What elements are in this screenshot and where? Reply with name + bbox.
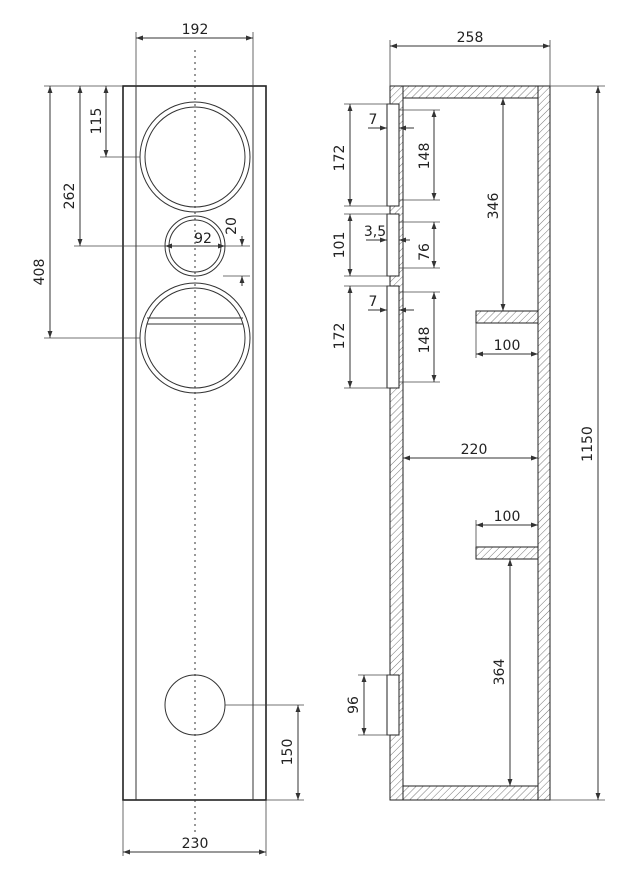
woofer-recess [386,285,400,389]
top-panel [402,85,539,99]
tweeter-recess [386,103,400,207]
side-view: 258 1150 172 7 148 101 3,5 76 [332,30,605,801]
dim-tweeter-recess: 7 [369,112,378,128]
dim-outer-width: 230 [182,836,209,852]
dim-tweeter-hole: 148 [417,143,433,170]
dim-shelf-to-bottom: 364 [492,659,508,686]
front-view: 192 230 115 262 408 92 20 150 [32,22,304,856]
dim-mid-offset: 20 [224,217,240,235]
dim-height: 1150 [580,426,596,462]
dim-depth: 258 [457,30,484,46]
dim-tweeter-cut-height: 172 [332,145,348,172]
dim-mid-recess: 3,5 [364,224,386,240]
dim-inner-depth: 220 [461,442,488,458]
dim-mid-cut-height: 101 [332,232,348,259]
dim-inner-width: 192 [182,22,209,38]
dim-mid-diameter: 92 [194,231,212,247]
upper-shelf [475,310,539,324]
dim-woofer-hole: 148 [417,327,433,354]
back-panel [537,85,551,801]
mid-recess [386,213,400,277]
dim-top-to-tweeter: 115 [89,108,105,135]
lower-shelf [475,546,539,560]
dim-mid-hole: 76 [417,243,433,261]
dim-woofer-cut-height: 172 [332,323,348,350]
dim-woofer-recess: 7 [369,294,378,310]
dim-top-to-woofer: 408 [32,259,48,286]
dim-upper-shelf-length: 100 [494,338,521,354]
dim-port-height: 150 [280,739,296,766]
bottom-panel [402,785,539,801]
port-recess [386,674,400,736]
dim-lower-shelf-length: 100 [494,509,521,525]
dim-top-to-shelf: 346 [486,193,502,220]
dim-top-to-mid: 262 [62,183,78,210]
dim-port-cut-height: 96 [346,696,362,714]
